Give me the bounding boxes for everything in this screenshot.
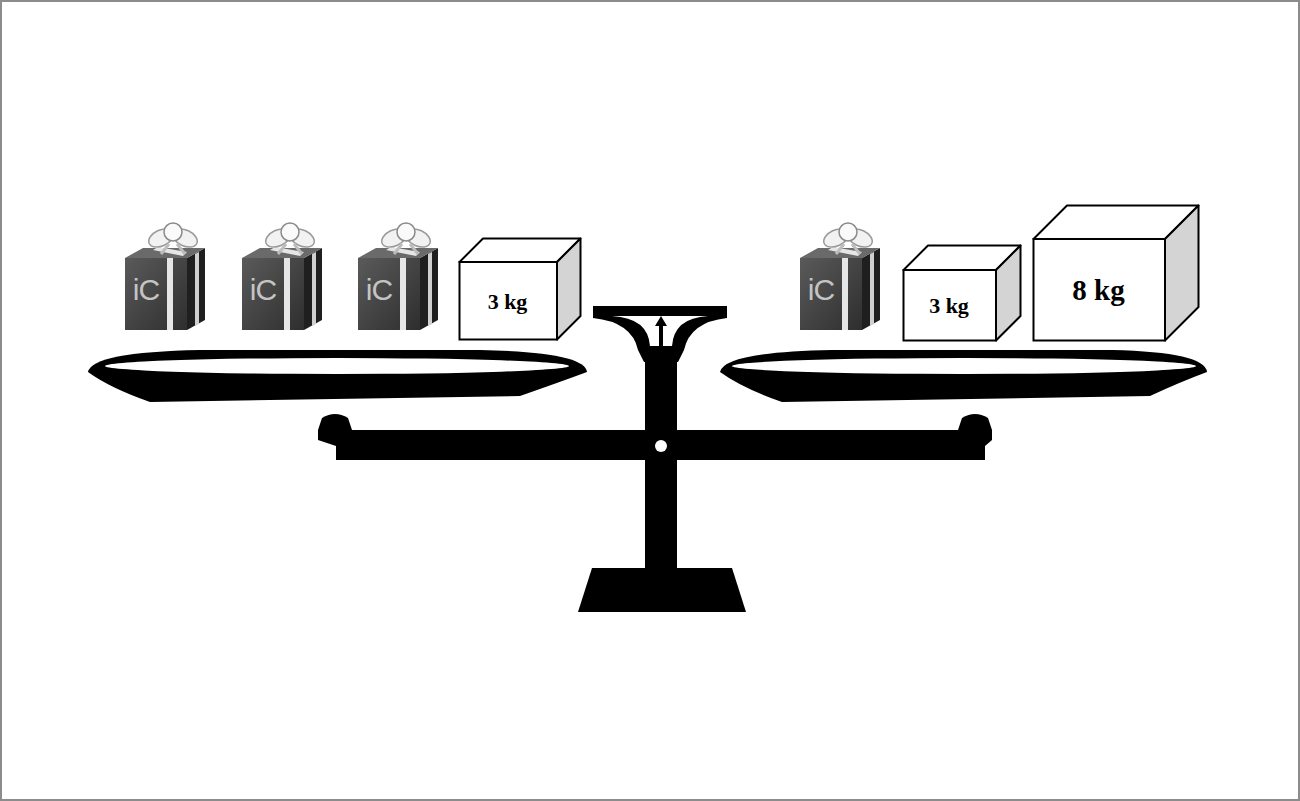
watermark: iC xyxy=(126,273,166,307)
weight-cube: 3 kg xyxy=(902,244,1022,342)
watermark: iC xyxy=(243,273,283,307)
watermark: iC xyxy=(801,273,841,307)
weight-label: 3 kg xyxy=(458,262,557,341)
cube-outline xyxy=(1032,204,1200,342)
watermark: iC xyxy=(359,273,399,307)
weight-cube: 8 kg xyxy=(1032,204,1200,342)
weight-label: 8 kg xyxy=(1032,239,1165,342)
weight-cube: 3 kg xyxy=(458,237,582,341)
weight-label: 3 kg xyxy=(902,270,996,342)
